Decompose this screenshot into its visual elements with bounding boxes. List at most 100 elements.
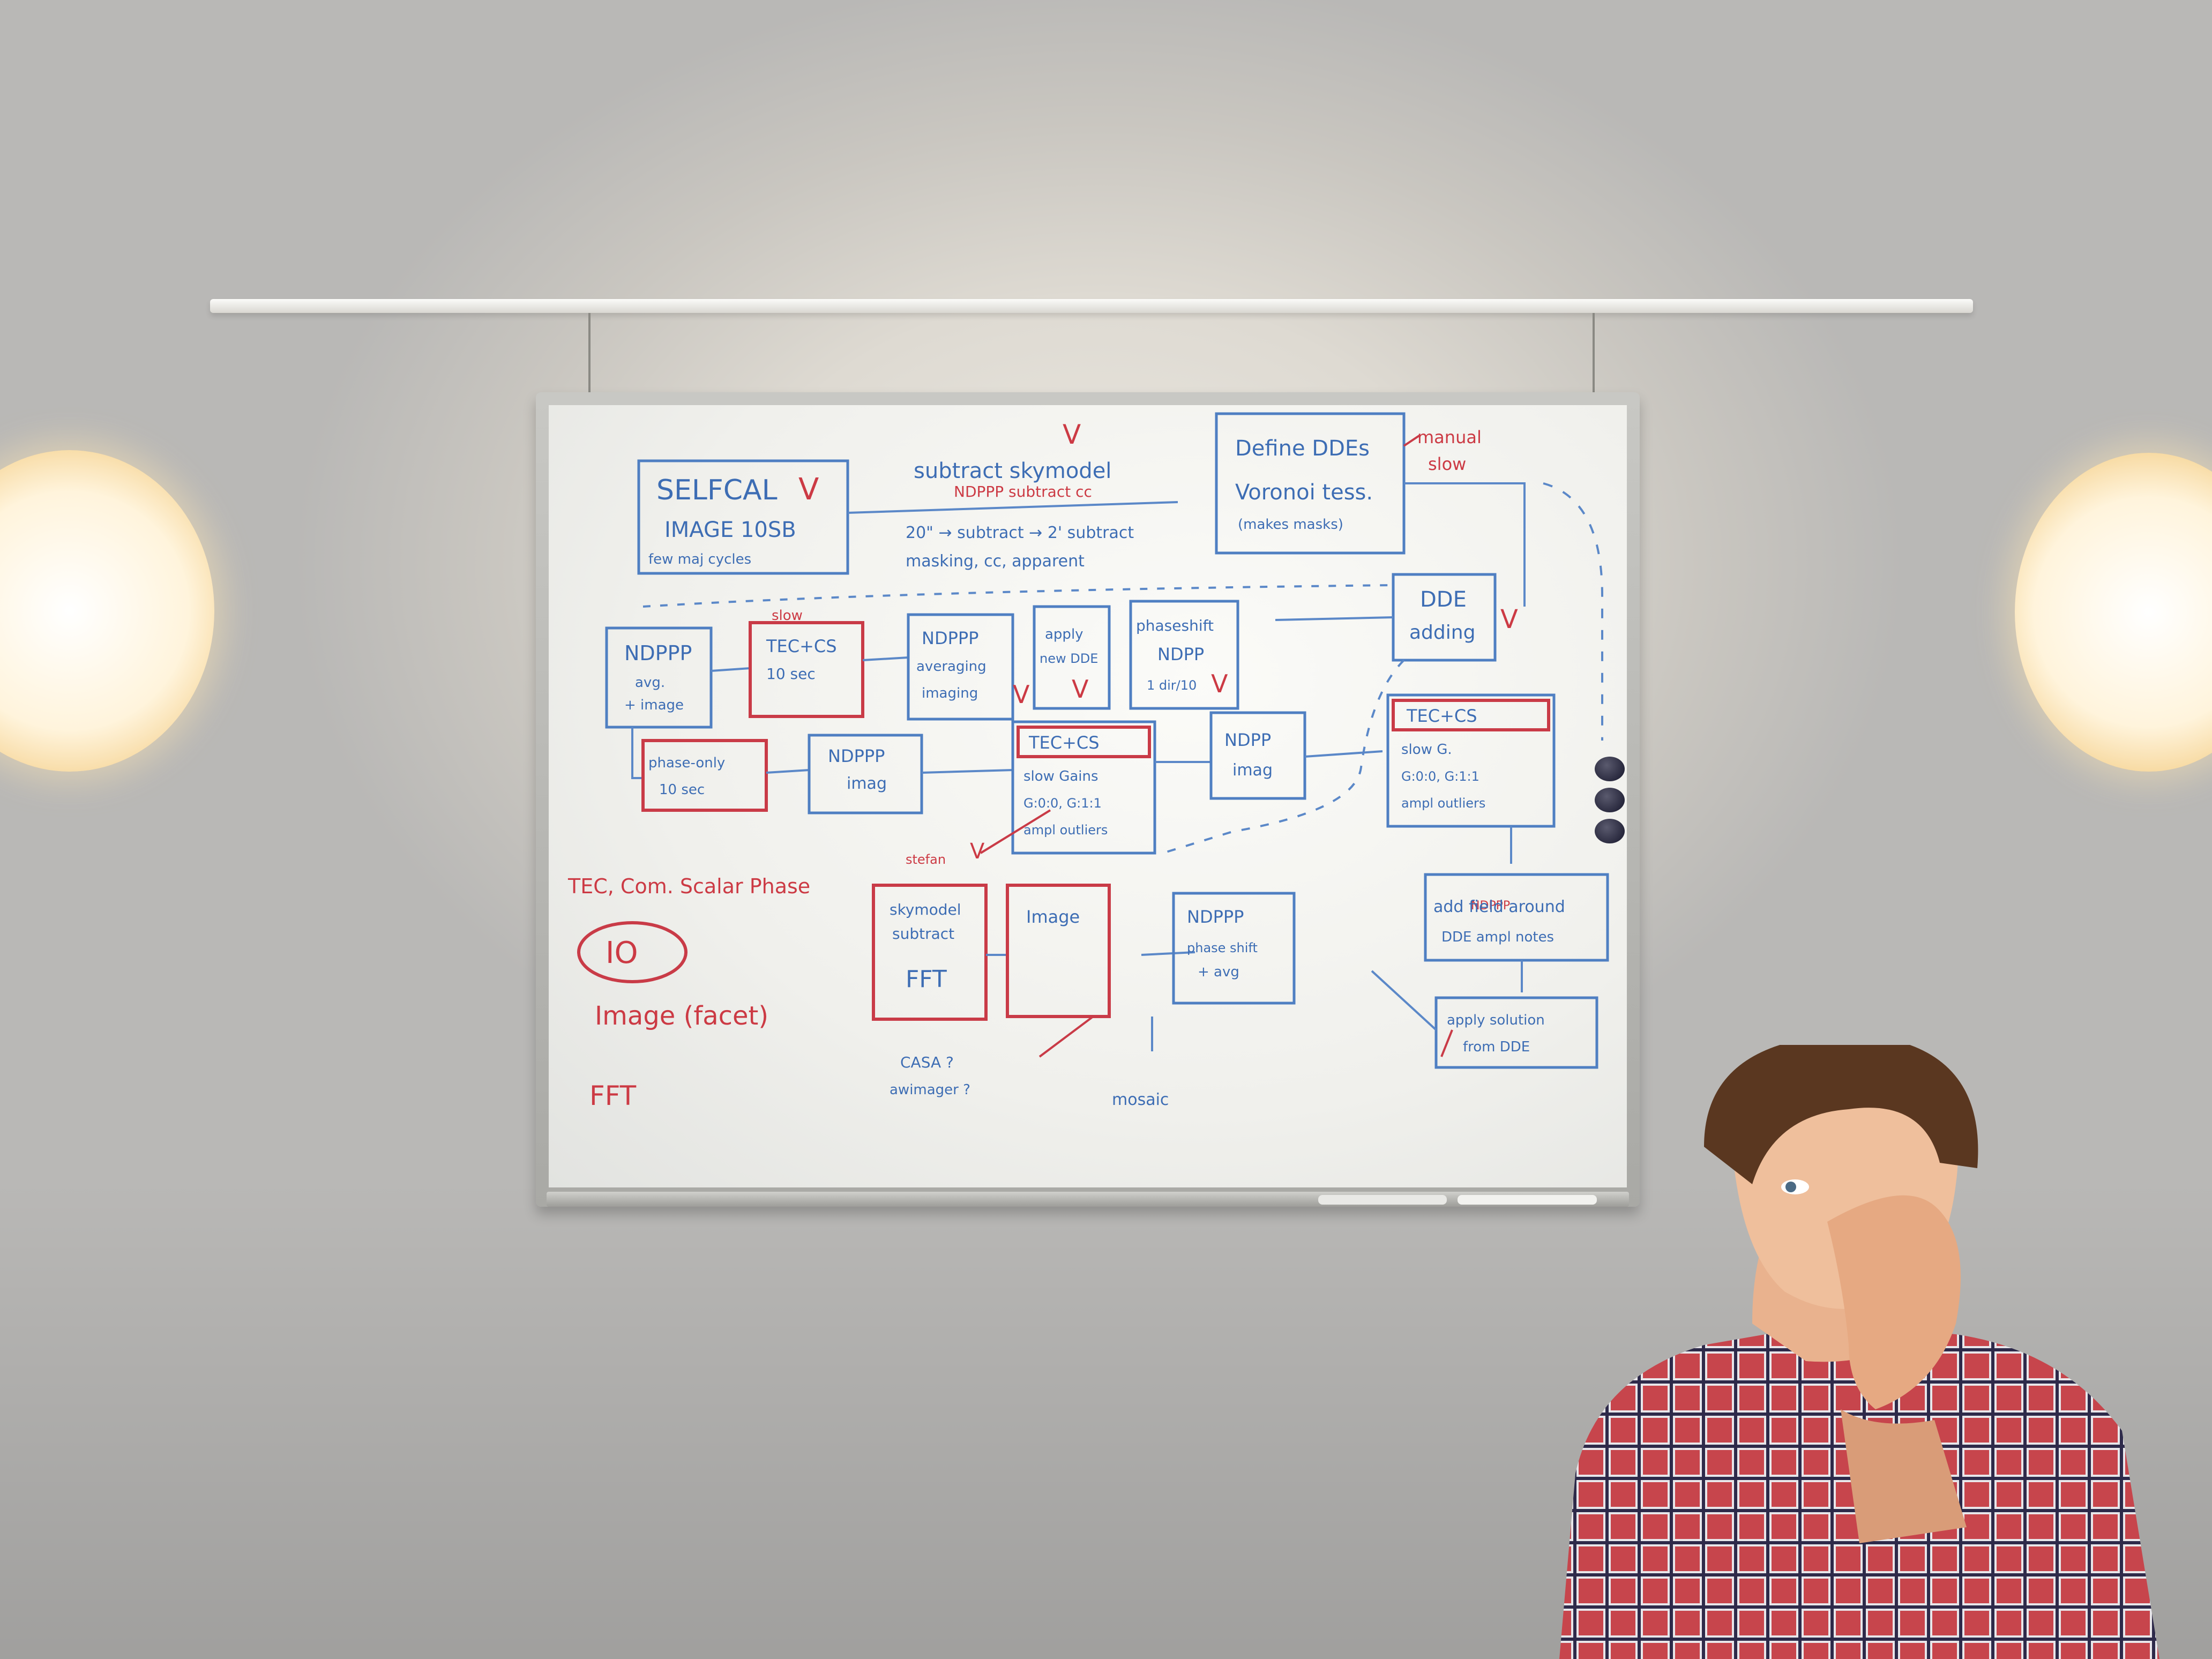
note-ndppp-subtract: NDPPP subtract cc — [954, 483, 1092, 500]
note-mosaic: mosaic — [1112, 1090, 1169, 1109]
note-slow: slow — [772, 608, 803, 624]
arrow-adding-to-phaseshift — [1275, 616, 1394, 621]
selfcal-line-3: few maj cycles — [648, 551, 751, 567]
image-label: Image — [1026, 907, 1080, 927]
box-ndppp-phase-shift — [1172, 892, 1296, 1005]
ndpp-imag-2-line-2: imag — [1232, 761, 1273, 780]
phaseshift-line-1: phaseshift — [1136, 617, 1214, 634]
box-ndppp-avg-image — [605, 626, 713, 729]
dashed-line-top — [642, 584, 1394, 608]
box-add-field — [1424, 873, 1609, 962]
checkmark: V — [1500, 604, 1518, 634]
phase-only-line-1: phase-only — [648, 755, 725, 771]
checkmark: V — [970, 839, 985, 864]
arrow-to-image — [1141, 951, 1195, 956]
checkmark: V — [1013, 680, 1030, 709]
selfcal-line-1: SELFCAL — [656, 474, 778, 506]
ndppp-avg-line-1: NDPPP — [624, 641, 692, 665]
note-image-facet: Image (facet) — [595, 1001, 768, 1031]
selfcal-line-2: IMAGE 10SB — [664, 518, 796, 542]
red-mark — [1440, 1029, 1453, 1057]
skymodel-line-1: skymodel — [890, 901, 961, 918]
box-tec-cs-top — [749, 621, 864, 718]
box-phaseshift-ndpp — [1129, 600, 1239, 710]
tec-cs-right-line-2: slow G. — [1401, 742, 1452, 758]
arrow — [1304, 750, 1383, 758]
checkmark: V — [1072, 675, 1089, 704]
whiteboard-drawing: SELFCAL V IMAGE 10SB few maj cycles subt… — [567, 412, 1609, 1111]
checkmark: V — [1211, 669, 1228, 698]
note-subtract-skymodel: subtract skymodel — [914, 459, 1111, 483]
whiteboard: SELFCAL V IMAGE 10SB few maj cycles subt… — [536, 392, 1640, 1207]
ndppp-avg-line-3: + image — [624, 697, 684, 713]
checkmark: V — [1063, 419, 1081, 450]
tec-cs-top-line-2: 10 sec — [766, 665, 816, 683]
ndppp-phase-shift-line-2: phase shift — [1187, 940, 1258, 955]
arrow — [711, 667, 751, 672]
box-apply-solution — [1434, 996, 1598, 1069]
tec-cs-right-line-1: TEC+CS — [1406, 706, 1477, 726]
ndpp-imag-2-line-1: NDPP — [1224, 730, 1271, 750]
define-dde-line-2: Voronoi tess. — [1235, 480, 1373, 505]
ndppp-phase-shift-line-3: + avg — [1198, 964, 1239, 980]
eye-iris — [1785, 1182, 1796, 1192]
tec-cs-mid-line-1: TEC+CS — [1028, 733, 1100, 753]
note-stefan: stefan — [906, 852, 946, 867]
box-selfcal — [637, 459, 849, 575]
arrow-to-phase-shift — [1371, 970, 1437, 1031]
box-tec-cs-right — [1386, 693, 1556, 828]
phase-only-line-2: 10 sec — [659, 782, 705, 798]
note-slow-dde: slow — [1428, 454, 1466, 474]
arrow-to-casa — [1038, 1015, 1094, 1058]
note-subtract-steps: 20" → subtract → 2' subtract — [906, 524, 1134, 542]
ndppp-averaging-line-3: imaging — [922, 685, 978, 701]
apply-solution-line-1: apply solution — [1447, 1012, 1545, 1028]
board-magnet — [1595, 757, 1625, 781]
dashed-loop-right — [1543, 482, 1603, 741]
box-tec-cs-right-header — [1392, 699, 1550, 731]
tec-cs-mid-line-4: ampl outliers — [1023, 823, 1108, 838]
ndppp-phase-shift-line-1: NDPPP — [1187, 907, 1244, 927]
board-magnet — [1595, 788, 1625, 812]
arrow — [766, 769, 810, 774]
arrow-dde-to-adding — [1404, 482, 1526, 607]
picture-rail — [210, 299, 1973, 313]
note-manual: manual — [1417, 427, 1482, 447]
arrow-down — [631, 727, 643, 779]
define-dde-line-3: (makes masks) — [1238, 517, 1343, 533]
apply-new-dde-line-1: apply — [1045, 626, 1083, 642]
skymodel-line-2: subtract — [892, 925, 954, 943]
ndppp-averaging-line-2: averaging — [916, 659, 987, 675]
define-dde-line-1: Define DDEs — [1235, 436, 1370, 461]
tec-cs-right-line-4: ampl outliers — [1401, 796, 1485, 811]
board-magnet — [1595, 819, 1625, 843]
phaseshift-line-3: 1 dir/10 — [1147, 678, 1197, 693]
hanging-wire-right — [1593, 313, 1595, 393]
eraser — [1318, 1195, 1447, 1205]
hanging-wire-left — [588, 313, 591, 393]
apply-solution-line-2: from DDE — [1463, 1039, 1530, 1055]
note-casa: CASA ? — [900, 1053, 954, 1071]
ndppp-imag-1-line-2: imag — [847, 774, 887, 793]
arrow-selfcal-to-dde — [847, 501, 1178, 514]
dde-adding-line-2: adding — [1409, 622, 1475, 644]
tec-cs-top-line-1: TEC+CS — [766, 636, 837, 656]
box-tec-cs-mid-header — [1017, 726, 1151, 758]
phaseshift-line-2: NDPP — [1157, 644, 1204, 664]
ndppp-avg-line-2: avg. — [635, 675, 665, 691]
marker-pen — [1458, 1195, 1597, 1205]
person-resting-chin — [1559, 1045, 2159, 1659]
hair — [1704, 1045, 1978, 1184]
box-ndpp-imag-2 — [1209, 711, 1306, 800]
note-awimager: awimager ? — [890, 1082, 970, 1098]
checkmark: V — [798, 472, 819, 507]
note-fft: FFT — [589, 1080, 637, 1111]
note-masking: masking, cc, apparent — [906, 552, 1085, 571]
box-image — [1006, 884, 1111, 1018]
tec-cs-mid-line-2: slow Gains — [1023, 768, 1098, 784]
box-phase-only — [641, 739, 768, 812]
whiteboard-tray — [547, 1192, 1629, 1207]
box-skymodel-subtract — [872, 884, 988, 1021]
add-field-line-2: DDE ampl notes — [1441, 929, 1554, 945]
add-field-line-1: add field around — [1433, 898, 1565, 916]
